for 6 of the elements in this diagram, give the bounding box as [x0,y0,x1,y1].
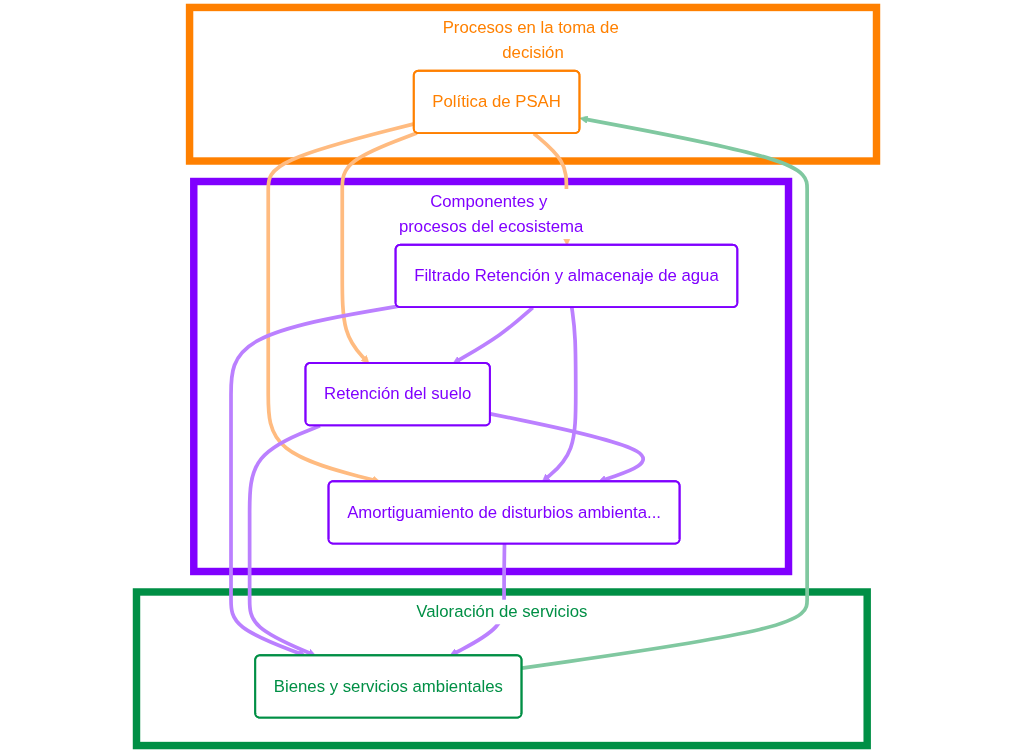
arrow [521,115,809,670]
arrow [340,131,418,364]
arrow [541,307,578,483]
arrow [229,304,398,657]
arrow [247,424,321,657]
arrow [452,306,534,364]
